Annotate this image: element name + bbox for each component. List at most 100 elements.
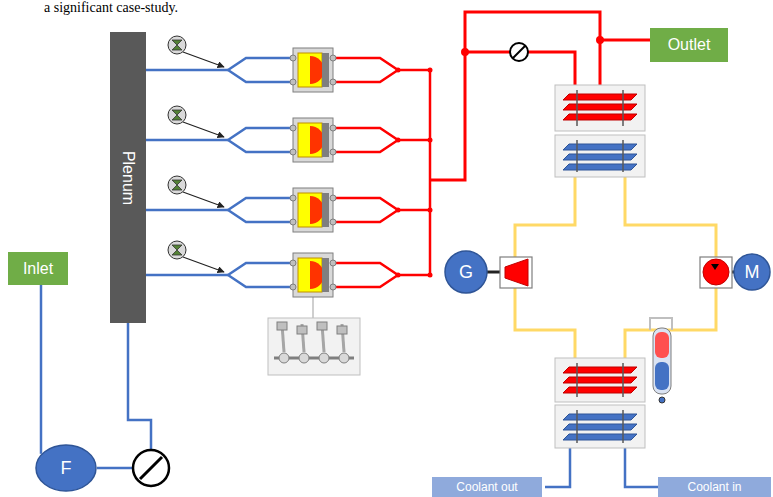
piston	[322, 53, 329, 87]
intake-port	[228, 70, 290, 82]
cylinder-row	[146, 241, 433, 297]
intake-port	[228, 128, 290, 140]
intake-port	[228, 140, 290, 152]
tank-liquid	[655, 362, 669, 390]
working-fluid-loop	[515, 177, 716, 358]
intake-port	[228, 198, 290, 210]
piston-head	[337, 326, 347, 334]
node-text: G	[459, 262, 473, 283]
exchanger-post	[576, 90, 578, 126]
crank-mechanism	[268, 297, 360, 375]
injector-arrow	[183, 122, 224, 137]
valve-port	[330, 125, 336, 131]
piston-head	[317, 322, 327, 330]
coolant-box: Coolant out	[432, 477, 542, 497]
valve-port	[290, 260, 296, 266]
exhaust-port	[336, 70, 398, 82]
crank-case	[268, 318, 360, 375]
combustion-zone	[310, 261, 324, 289]
valve-port	[290, 195, 296, 201]
exhaust-port	[336, 263, 430, 275]
exhaust-port	[336, 210, 398, 222]
node-text: Inlet	[23, 260, 53, 278]
tank-body	[653, 328, 671, 394]
exhaust-port	[336, 128, 430, 140]
crank-web	[299, 353, 309, 363]
node-text: Plenum	[119, 150, 137, 204]
crank-web	[279, 353, 289, 363]
node-text: F	[61, 458, 72, 479]
node-shape	[734, 254, 770, 290]
piston	[322, 123, 329, 157]
valve-port	[290, 55, 296, 61]
exchanger-plate	[563, 414, 637, 420]
node-text: Outlet	[668, 36, 711, 54]
node-shape	[36, 445, 96, 491]
exchanger-plate	[563, 377, 637, 383]
injector-mark	[172, 40, 182, 50]
exhaust-pipe	[600, 39, 650, 42]
exchanger-plate	[563, 144, 637, 150]
pump-symbol	[700, 257, 732, 288]
node-text: M	[745, 262, 760, 283]
valve-port	[330, 55, 336, 61]
valve-port	[330, 149, 336, 155]
turbine-housing	[500, 257, 532, 288]
injector-meter	[168, 106, 186, 124]
intake-port	[228, 275, 290, 287]
combustion-zone	[310, 196, 324, 224]
exchanger-plate	[563, 114, 637, 120]
crank-web	[319, 353, 329, 363]
cylinder-row	[146, 36, 433, 92]
exchanger-post	[622, 363, 624, 397]
valve-disc	[513, 46, 525, 58]
throttle-valve	[133, 450, 169, 486]
turbine-symbol	[500, 257, 532, 288]
valve-port	[330, 195, 336, 201]
outlet-box: Outlet	[650, 28, 728, 62]
cylinder-rows	[146, 36, 433, 297]
fluid-pipe	[625, 177, 716, 257]
exchanger-casing	[555, 85, 645, 131]
crank-link	[312, 297, 314, 318]
valve-port	[330, 219, 336, 225]
fluid-pipe	[515, 177, 575, 257]
cylinder-block	[293, 118, 333, 162]
coolant-pipe	[545, 448, 570, 487]
crank-throw	[317, 322, 329, 363]
injector-mark	[172, 180, 182, 190]
crank-throw	[337, 324, 349, 363]
injector-meter	[168, 241, 186, 259]
exchanger-plate	[563, 434, 637, 440]
exchanger-post	[576, 363, 578, 397]
exhaust-port	[336, 198, 430, 210]
exchanger-plate	[563, 424, 637, 430]
exchanger-casing	[555, 405, 645, 448]
node-text: Coolant in	[687, 480, 741, 494]
generator-circle: G	[444, 250, 488, 294]
intake-port	[228, 210, 290, 222]
pump-mark	[711, 264, 719, 270]
injector-meter	[168, 36, 186, 54]
tank-drain	[659, 397, 665, 403]
exchanger-casing	[555, 135, 645, 177]
combustion-zone	[310, 56, 324, 84]
receiver-tank	[650, 318, 672, 403]
piston-head	[277, 322, 287, 330]
injector-mark	[172, 110, 182, 120]
pipe-junction	[396, 68, 401, 73]
valve-body	[510, 43, 528, 61]
valve-port	[330, 79, 336, 85]
pipe-junction	[463, 50, 468, 55]
crank-throw	[277, 322, 289, 363]
inlet-box: Inlet	[8, 252, 68, 285]
heat-exchangers	[555, 85, 645, 448]
valve-port	[290, 219, 296, 225]
exchanger-post	[622, 140, 624, 172]
exhaust-pipes	[430, 12, 650, 180]
valve-port	[290, 79, 296, 85]
exchanger-casing	[555, 358, 645, 402]
intake-port	[228, 263, 290, 275]
tank-vapour	[655, 332, 669, 358]
